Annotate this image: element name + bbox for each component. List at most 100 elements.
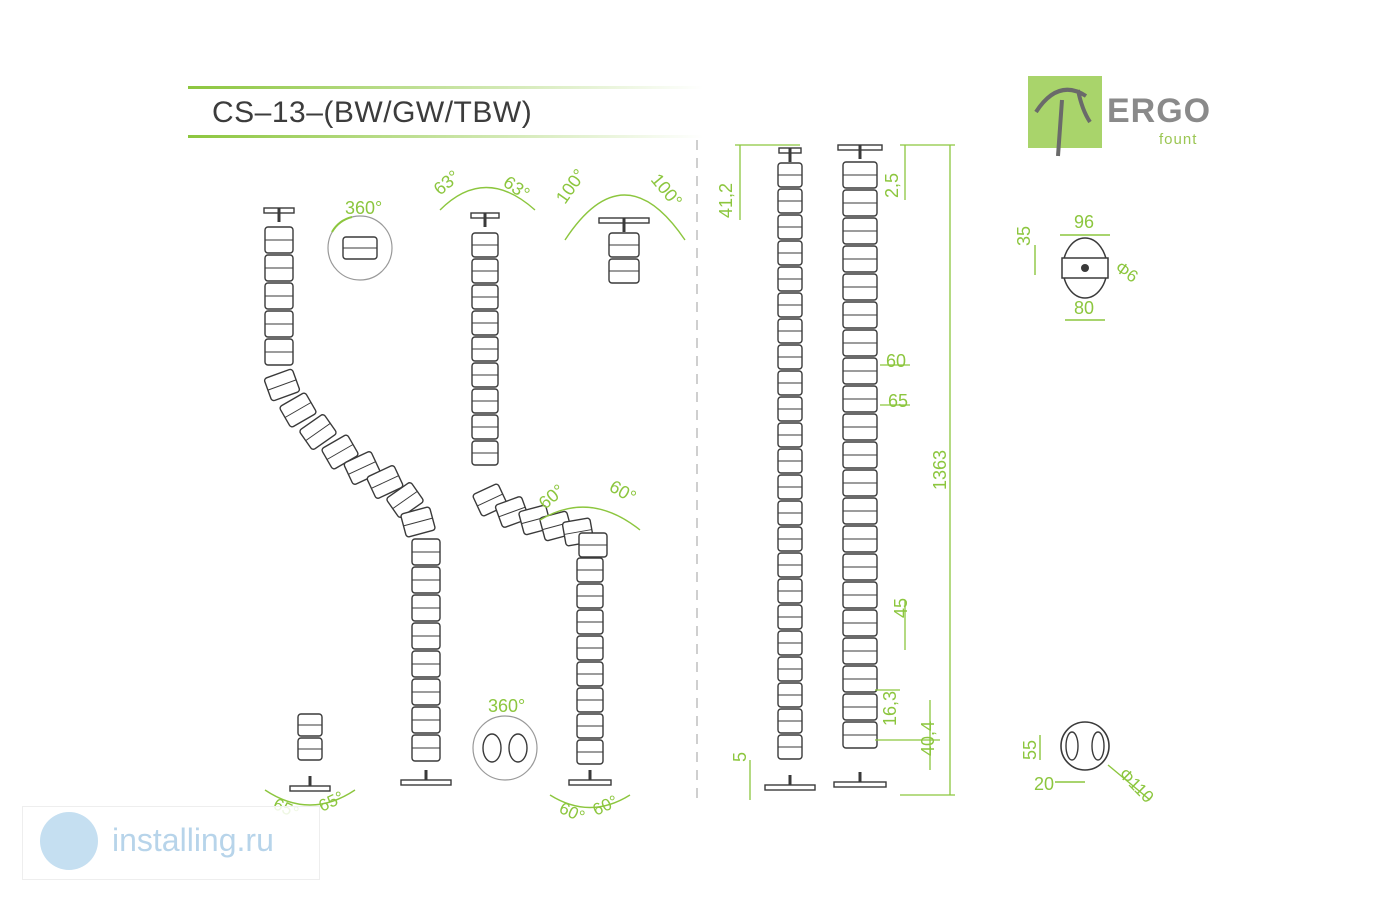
rotation-label-bottom: 360°	[488, 696, 525, 716]
spine-segment	[471, 440, 499, 466]
spine-segment	[777, 396, 803, 422]
spine-segment	[471, 258, 499, 284]
spine-segment	[777, 500, 803, 526]
segment-joint	[564, 529, 592, 535]
segment-joint	[348, 461, 376, 475]
spine-segment	[297, 713, 323, 737]
spine-segment	[411, 538, 441, 566]
segment-joint	[477, 493, 503, 507]
spine-segment	[777, 708, 803, 734]
spine-segment	[777, 734, 803, 760]
clip-left	[482, 733, 502, 763]
clip-right	[508, 733, 528, 763]
spine-segment	[342, 236, 378, 260]
segment-joint	[305, 422, 331, 442]
spine-segment	[777, 526, 803, 552]
spine-segment	[777, 578, 803, 604]
spine-segment	[777, 162, 803, 188]
segment-joint	[326, 444, 354, 460]
spine-segment	[777, 604, 803, 630]
spine-segment	[842, 329, 878, 357]
spine-segment	[264, 226, 294, 254]
spine-segment	[576, 713, 604, 739]
spine-segment	[842, 189, 878, 217]
spine-segment	[842, 637, 878, 665]
spine-segment	[386, 482, 424, 518]
segment-joint	[284, 402, 312, 418]
end-plate	[568, 779, 612, 786]
dimension-label: 1363	[930, 450, 950, 490]
spine-segment	[842, 413, 878, 441]
segment-joint	[403, 517, 433, 527]
page-title: CS–13–(BW/GW/TBW)	[212, 96, 533, 129]
spine-segment	[471, 362, 499, 388]
rotation-view-bottom	[472, 715, 538, 781]
dimension-label: Φ6	[1112, 258, 1142, 287]
spine-segment	[842, 469, 878, 497]
spine-segment	[299, 414, 337, 450]
spine-segment	[411, 594, 441, 622]
tilt-label: 63°	[430, 166, 464, 199]
spine-segment	[842, 497, 878, 525]
spine-segment	[279, 392, 317, 428]
spine-segment	[576, 609, 604, 635]
spine-segment	[264, 282, 294, 310]
segment-joint	[267, 379, 297, 391]
spine-segment	[264, 254, 294, 282]
dimension-label: 2,5	[882, 173, 902, 198]
dimension-label: 35	[1014, 226, 1034, 246]
angle-arc	[1107, 764, 1151, 801]
cable-spines	[263, 144, 1110, 792]
clip-bottom-right	[1091, 731, 1105, 761]
spine-segment	[366, 465, 404, 499]
spine-segment	[411, 706, 441, 734]
dimension-label: 60	[886, 351, 906, 371]
rotation-label-top: 360°	[345, 198, 382, 218]
spine-segment	[777, 448, 803, 474]
dimension-label: 65	[888, 391, 908, 411]
spine-segment	[576, 557, 604, 583]
title-rule-bottom	[188, 135, 703, 138]
angle-arc	[539, 506, 641, 531]
watermark-logo-icon	[40, 812, 98, 870]
tilt-label: 100°	[552, 165, 590, 207]
rotation-arrow	[331, 216, 353, 233]
spine-segment	[411, 650, 441, 678]
spine-segment	[842, 553, 878, 581]
spine-segment	[608, 258, 640, 284]
spine-segment	[576, 583, 604, 609]
spine-segment	[777, 266, 803, 292]
spine-segment	[576, 739, 604, 765]
angle-arc	[549, 794, 631, 809]
dimension-label: 96	[1074, 212, 1094, 232]
base-angle-label: 60°	[556, 798, 587, 826]
spine-segment	[471, 284, 499, 310]
spine-segment	[842, 581, 878, 609]
spine-segment	[777, 292, 803, 318]
spine-segment	[842, 245, 878, 273]
spine-segment	[576, 635, 604, 661]
dimension-label: 41,2	[716, 183, 736, 218]
spine-segment	[471, 414, 499, 440]
spine-segment	[411, 566, 441, 594]
spine-segment	[411, 622, 441, 650]
spine-segment	[777, 370, 803, 396]
dimension-label: 20	[1034, 774, 1054, 794]
spine-segment	[777, 344, 803, 370]
brand-subtitle: fount	[1159, 131, 1198, 148]
dimension-label: 16,3	[880, 691, 900, 726]
tilt-label: 63°	[500, 172, 534, 204]
dimension-label: 40,4	[918, 721, 938, 756]
spine-segment	[842, 385, 878, 413]
spine-segment	[777, 240, 803, 266]
spine-segment	[264, 310, 294, 338]
ergo-logo-icon	[1028, 76, 1102, 157]
spine-segment	[842, 609, 878, 637]
spine-segment	[777, 422, 803, 448]
spine-segment	[471, 336, 499, 362]
bend-label: 60°	[606, 476, 640, 507]
segment-joint	[498, 506, 526, 518]
angle-arc	[564, 194, 686, 241]
